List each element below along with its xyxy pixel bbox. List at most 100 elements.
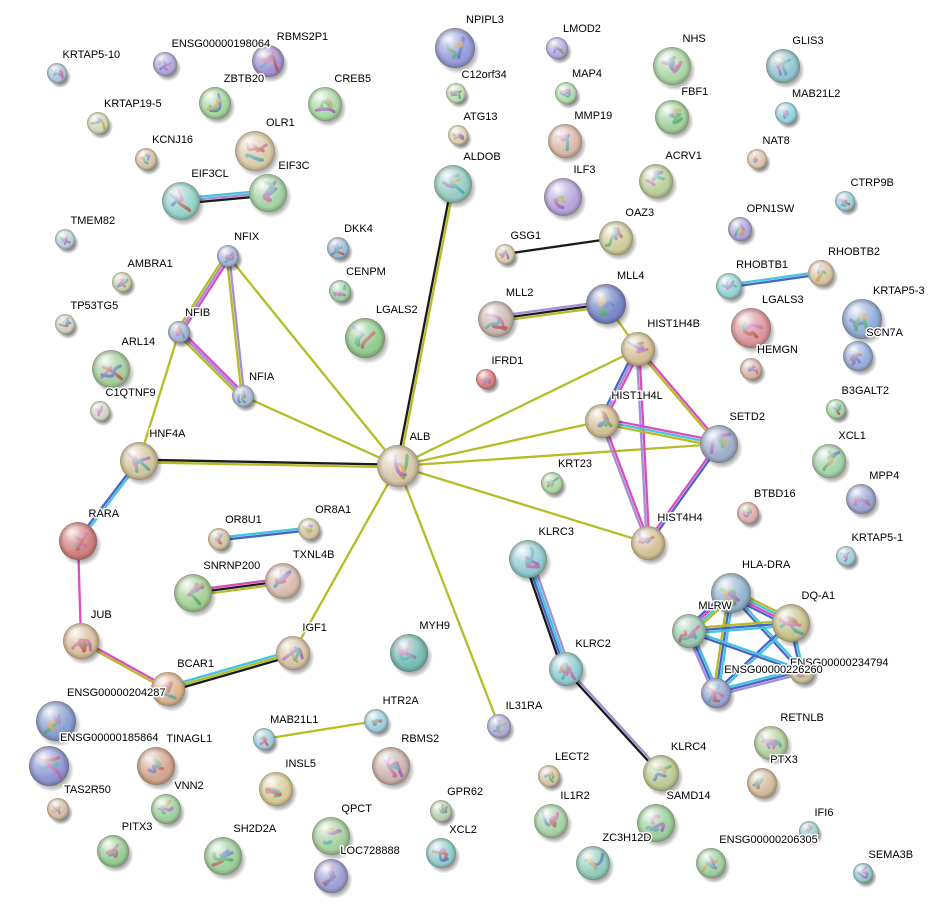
node-BTBD16[interactable] [737, 502, 764, 530]
node-ALDOB[interactable] [434, 165, 477, 209]
node-MPP4[interactable] [846, 484, 881, 520]
node-EIF3C[interactable] [249, 174, 292, 218]
edge-ALB-HIST1H4L[interactable] [397, 419, 603, 468]
node-HTR2A[interactable] [364, 709, 393, 739]
node-NPIPL3[interactable] [435, 28, 480, 74]
node-HLA-DRA[interactable] [711, 573, 756, 619]
node-MLL2[interactable] [478, 301, 519, 343]
node-OLR1[interactable] [235, 131, 280, 177]
edge-GSG1-OAZ3[interactable] [504, 236, 617, 256]
node-OR8U1[interactable] [208, 528, 235, 556]
node-NFIB[interactable] [168, 321, 195, 349]
node-ATG13[interactable] [448, 125, 472, 150]
node-OR8A1[interactable] [298, 518, 325, 546]
node-HNF4A[interactable] [120, 442, 163, 486]
node-KRTAP5-10[interactable] [47, 63, 71, 88]
node-HIST1H4L[interactable] [585, 404, 624, 444]
node-LGALS2[interactable] [345, 318, 390, 364]
node-NAT8[interactable] [747, 149, 771, 174]
node-EIF3CL[interactable] [162, 182, 205, 226]
edge-BCAR1-IGF1[interactable] [166, 649, 295, 693]
node-C1QTNF9[interactable] [90, 401, 114, 426]
node-ZC3H12D[interactable] [576, 846, 615, 886]
node-TMEM82[interactable] [55, 229, 79, 254]
edge-ALB-SETD2[interactable] [397, 442, 720, 468]
edge-ALB-IGF1[interactable] [291, 465, 400, 654]
node-DQ-A1[interactable] [772, 604, 815, 648]
node-IL31RA[interactable] [487, 714, 516, 744]
node-TP53TG5[interactable] [55, 314, 79, 339]
edge-ALB-HNF4A[interactable] [138, 458, 399, 469]
node-ALB[interactable] [377, 445, 425, 494]
node-LMOD2[interactable] [546, 37, 573, 65]
node-GLIS3[interactable] [766, 49, 805, 89]
node-ILF3[interactable] [544, 178, 587, 222]
node-LECT2[interactable] [538, 765, 565, 793]
node-PTX3[interactable] [747, 768, 782, 804]
node-SAMD14[interactable] [637, 804, 680, 848]
node-KRTAP5-1[interactable] [836, 546, 860, 571]
node-QPCT[interactable] [312, 817, 355, 861]
node-HEMGN[interactable] [740, 358, 767, 386]
node-OPN1SW[interactable] [728, 217, 757, 247]
node-MAP4[interactable] [555, 82, 582, 110]
node-MLRW[interactable] [672, 614, 711, 654]
node-ARL14[interactable] [92, 350, 135, 394]
node-MYH9[interactable] [390, 634, 433, 678]
node-RHOBTB2[interactable] [808, 260, 839, 292]
node-B3GALT2[interactable] [826, 399, 850, 424]
node-RARA[interactable] [59, 522, 102, 566]
edge-MAB21L1-HTR2A[interactable] [263, 719, 377, 741]
edge-ALB-HIST4H4[interactable] [397, 464, 649, 545]
node-KRTAP19-5[interactable] [87, 112, 114, 140]
node-XCL1[interactable] [812, 444, 851, 484]
node-TAS2R50[interactable] [47, 798, 74, 826]
node-SEMA3B[interactable] [853, 863, 877, 888]
edge-OR8U1-OR8A1[interactable] [218, 526, 310, 542]
node-IFI6[interactable] [799, 821, 823, 846]
node-ENSG00000204287[interactable] [36, 701, 81, 747]
node-MMP19[interactable] [548, 124, 587, 164]
node-IL1R2[interactable] [534, 804, 573, 844]
edge-ALB-IL31RA[interactable] [396, 465, 501, 727]
node-GPR62[interactable] [430, 800, 457, 828]
node-MLL4[interactable] [586, 284, 631, 330]
node-IGF1[interactable] [276, 636, 315, 676]
node-KLRC2[interactable] [549, 652, 588, 692]
edge-HNF4A-NFIB[interactable] [137, 331, 181, 462]
node-KRTAP5-3[interactable] [842, 299, 887, 345]
edge-ALB-ALDOB[interactable] [395, 183, 456, 467]
node-RHOBTB1[interactable] [716, 273, 747, 305]
node-RBMS2P1[interactable] [252, 45, 289, 83]
edge-ALB-NFIX[interactable] [227, 255, 399, 467]
node-LOC728888[interactable] [314, 859, 353, 899]
node-MAB21L2[interactable] [775, 102, 802, 130]
node-GSG1[interactable] [495, 244, 519, 269]
node-SETD2[interactable] [700, 425, 743, 469]
node-SH2D2A[interactable] [204, 837, 247, 881]
node-KLRC3[interactable] [509, 540, 552, 584]
edge-HIST1H4B-HIST4H4[interactable] [635, 348, 651, 544]
node-XCL2[interactable] [426, 838, 461, 874]
node-AMBRA1[interactable] [112, 272, 136, 297]
node-INSL5[interactable] [259, 772, 298, 812]
node-ENSG00000206305[interactable] [696, 848, 731, 884]
node-RETNLB[interactable] [754, 726, 793, 766]
node-CTRP9B[interactable] [835, 191, 859, 216]
node-PITX3[interactable] [97, 835, 134, 873]
node-CENPM[interactable] [329, 280, 356, 308]
node-HIST1H4B[interactable] [621, 332, 660, 372]
node-NHS[interactable] [653, 47, 696, 91]
node-FBF1[interactable] [655, 100, 694, 140]
node-OAZ3[interactable] [599, 221, 638, 261]
node-ACRV1[interactable] [639, 164, 678, 204]
node-TXNL4B[interactable] [265, 563, 306, 605]
edge-ALB-NFIA[interactable] [242, 394, 399, 468]
node-SNRNP200[interactable] [174, 574, 217, 618]
edge-NFIX-NFIB[interactable] [175, 253, 232, 335]
node-ENSG00000226260[interactable] [701, 678, 736, 714]
node-DKK4[interactable] [327, 237, 354, 265]
node-BCAR1[interactable] [151, 672, 190, 712]
node-KCNJ16[interactable] [135, 148, 162, 176]
